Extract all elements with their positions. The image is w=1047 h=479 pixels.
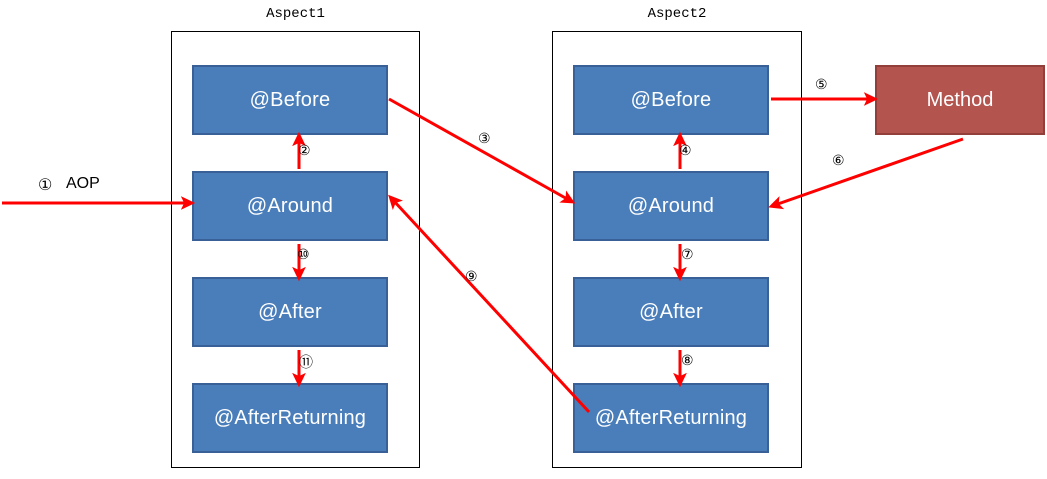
step-marker-8: ⑧ xyxy=(681,352,694,368)
aspect1-title: Aspect1 xyxy=(266,6,325,22)
aspect2-before-box[interactable]: @Before xyxy=(573,65,769,135)
step-marker-4: ④ xyxy=(679,142,692,158)
aspect1-after-box[interactable]: @After xyxy=(192,277,388,347)
aspect1-before-box[interactable]: @Before xyxy=(192,65,388,135)
entry-label: AOP xyxy=(66,175,100,192)
arrow-step-6 xyxy=(768,137,964,210)
method-box[interactable]: Method xyxy=(875,65,1045,135)
step-marker-3: ③ xyxy=(478,130,491,146)
aspect1-afterreturning-box[interactable]: @AfterReturning xyxy=(192,383,388,453)
step-marker-2: ② xyxy=(298,142,311,158)
aspect2-after-box[interactable]: @After xyxy=(573,277,769,347)
aspect2-title: Aspect2 xyxy=(647,6,707,22)
aspect2-afterreturning-box[interactable]: @AfterReturning xyxy=(573,383,769,453)
step-marker-11: ⑪ xyxy=(299,354,313,370)
aspect2-around-box[interactable]: @Around xyxy=(573,171,769,241)
step-marker-6: ⑥ xyxy=(832,152,845,168)
aspect1-around-box[interactable]: @Around xyxy=(192,171,388,241)
step-marker-9: ⑨ xyxy=(465,268,478,284)
step-marker-5: ⑤ xyxy=(815,76,828,92)
entry-marker: ① xyxy=(38,177,53,194)
step-marker-7: ⑦ xyxy=(681,246,694,262)
step-marker-10: ⑩ xyxy=(297,246,310,262)
